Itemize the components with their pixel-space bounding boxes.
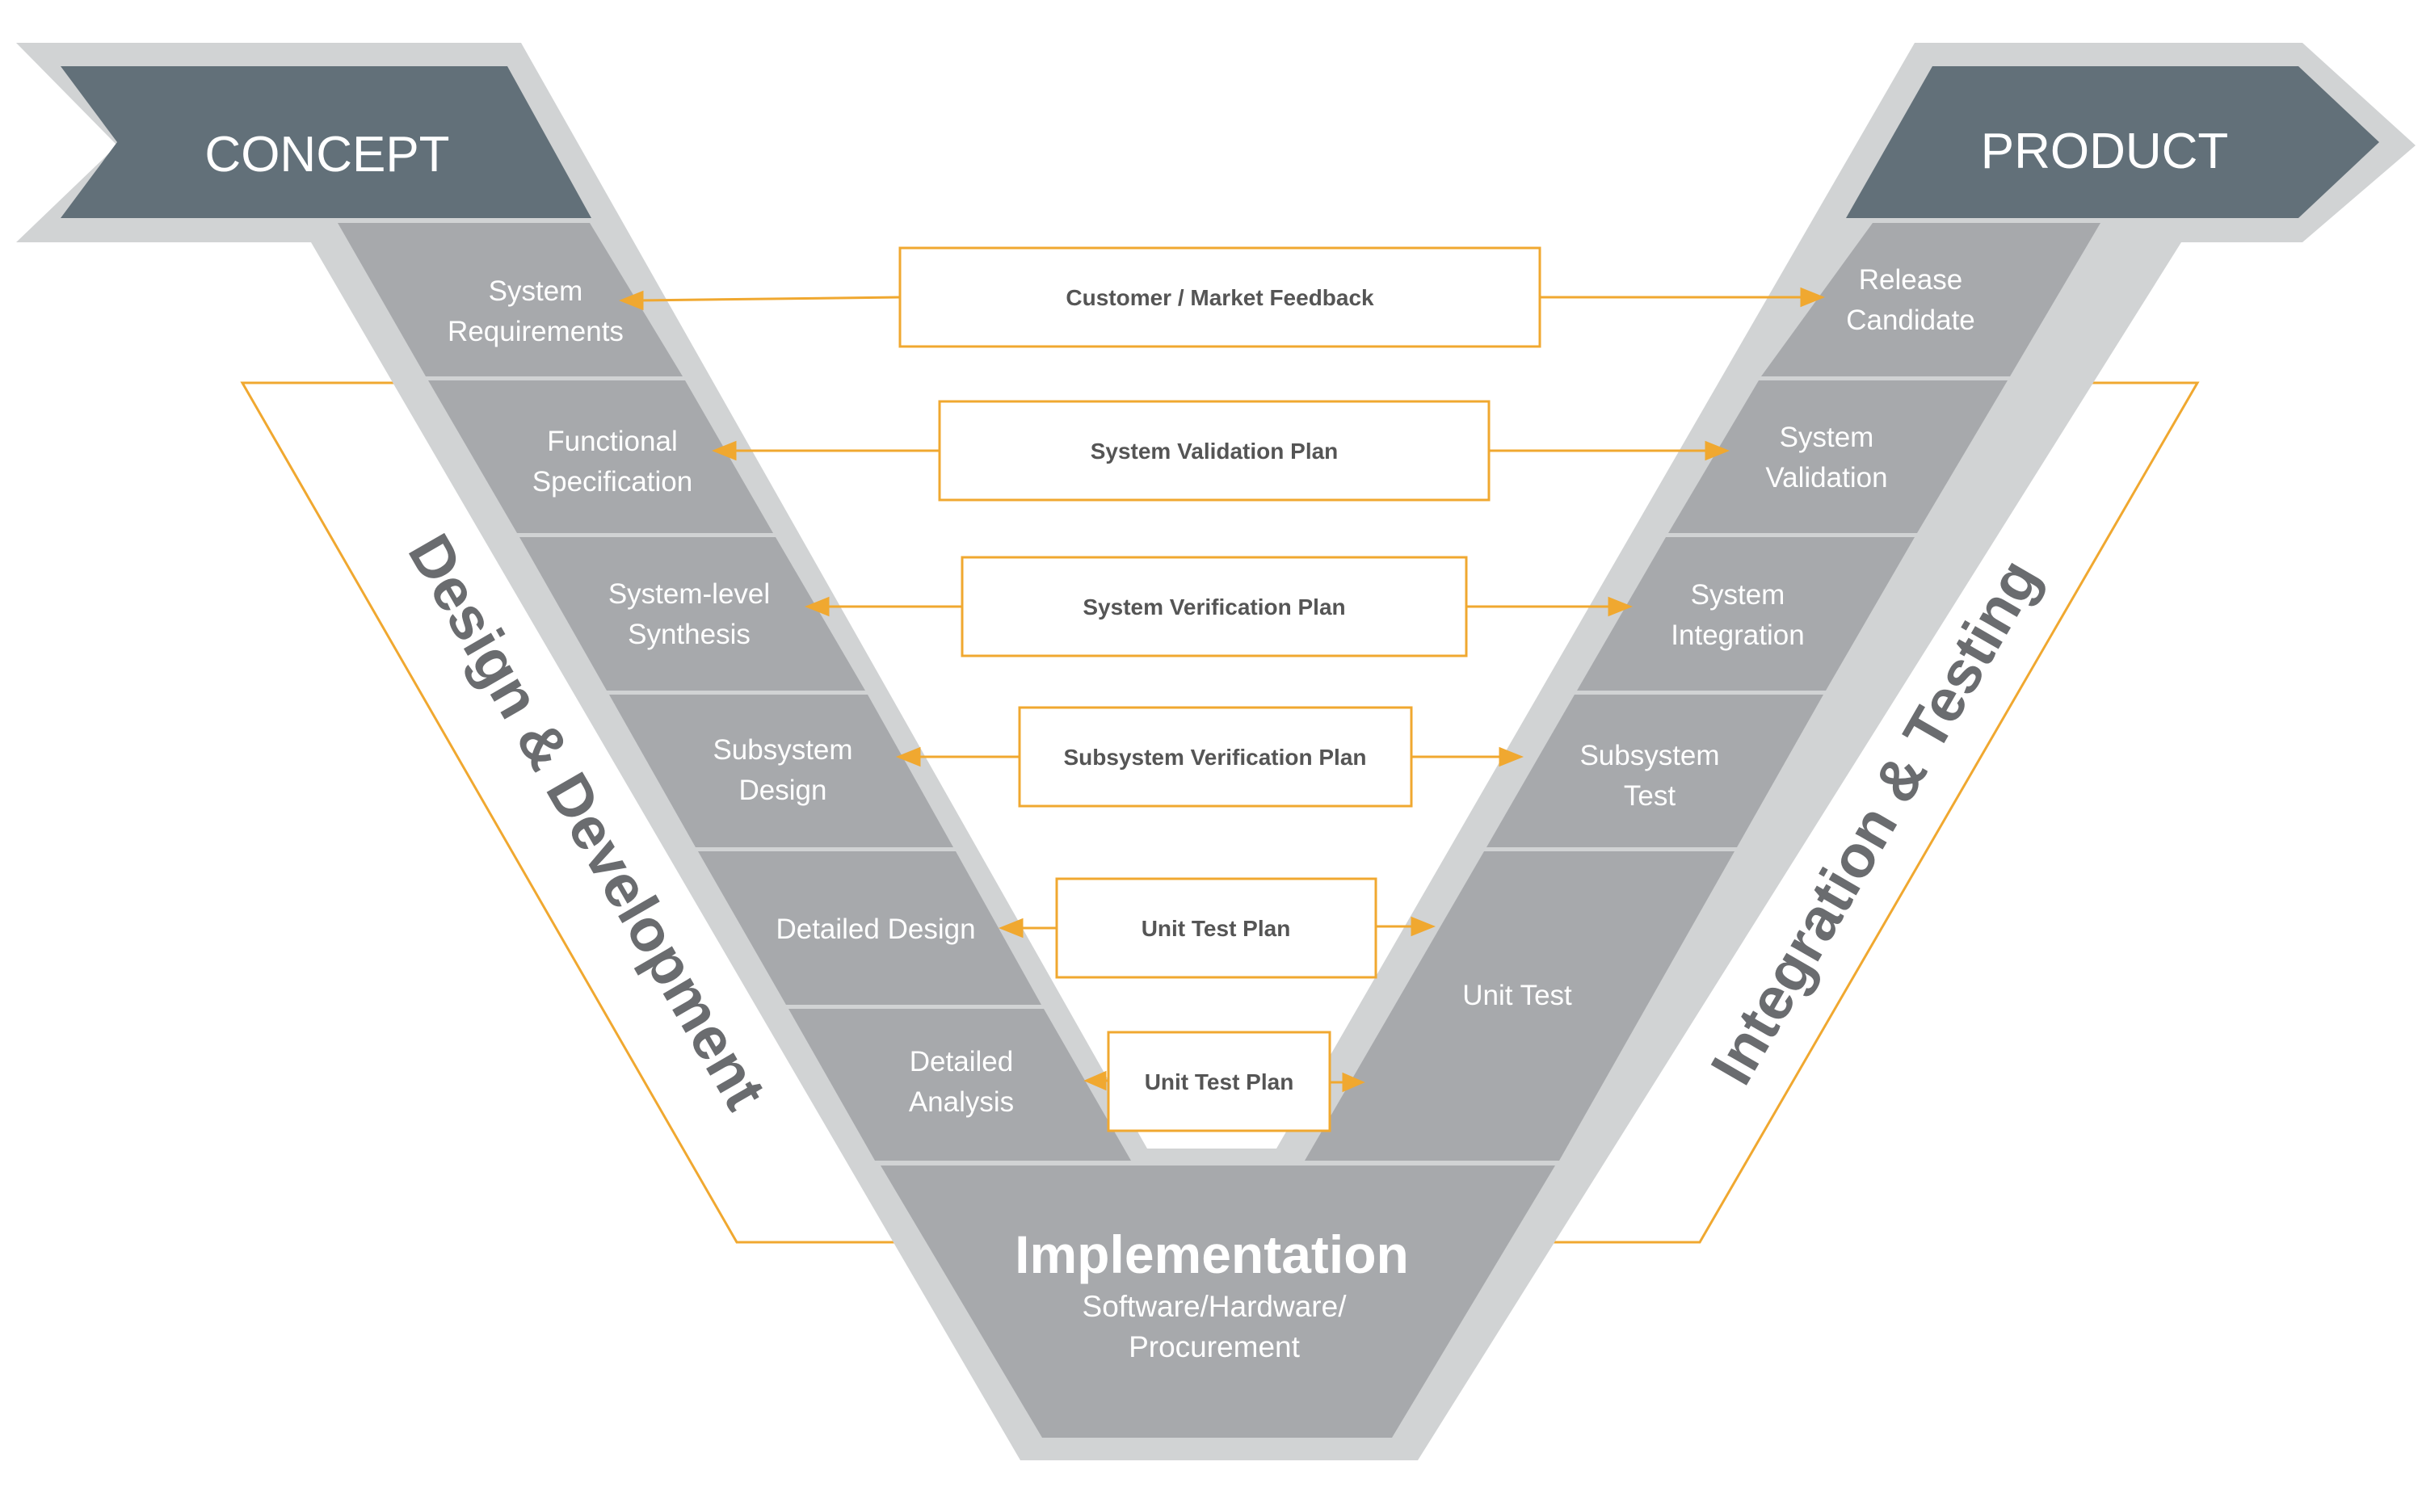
arrowhead-right [1411,916,1436,937]
step-system-validation [1668,380,2008,533]
arrowhead-right [1705,440,1730,461]
plan-label-system-verification: System Verification Plan [1083,594,1345,620]
step-detailed-design [698,851,1041,1005]
plan-label-subsystem-verification: Subsystem Verification Plan [1063,745,1366,770]
step-system-integration [1577,537,1915,691]
plan-label-customer-market-feedback: Customer / Market Feedback [1066,285,1374,310]
arrowhead-right [1342,1072,1365,1093]
arrowhead-left [618,290,644,311]
step-system-requirements [338,223,683,376]
product-title: PRODUCT [1981,124,2229,179]
unit-test-label: Unit Test [1462,980,1572,1011]
plan-box-unit-test-upper [1055,877,1377,979]
plan-connectors [618,287,1826,1093]
plan-label-system-validation: System Validation Plan [1091,439,1339,464]
step-subsystem-test [1486,695,1823,847]
arrowhead-left [895,746,921,767]
arrowhead-right [1499,746,1524,767]
arrowhead-right [1800,287,1826,308]
step-system-level-synthesis [519,537,865,691]
arrowhead-left [1083,1070,1107,1091]
right-arm [1305,223,2100,1161]
concept-banner [61,66,591,218]
plan-box-unit-test-lower [1107,1031,1331,1132]
product-banner [1846,66,2379,218]
plan-label-unit-test-upper: Unit Test Plan [1142,916,1291,941]
plan-box-subsystem-verification [1018,706,1413,808]
plan-box-customer-market-feedback [898,246,1541,348]
arrowhead-left [711,440,737,461]
concept-title: CONCEPT [204,127,449,183]
integration-phase-bracket [1525,381,2200,1244]
arrowhead-left [998,918,1024,939]
step-detailed-analysis [788,1009,1131,1161]
detailed-design-label: Detailed Design [776,914,975,945]
plan-label-unit-test-lower: Unit Test Plan [1145,1069,1294,1094]
design-phase-bracket [240,381,903,1244]
plan-box-system-validation [938,400,1491,502]
implementation-title: Implementation [1015,1224,1409,1284]
plan-box-system-verification [961,556,1468,657]
left-arm [338,223,1131,1161]
arrowhead-right [1608,596,1634,617]
implementation-block [881,1166,1555,1438]
step-subsystem-design [609,695,953,847]
plan-boxes [898,246,1541,1132]
step-release-candidate [1761,223,2100,376]
arrowhead-left [804,596,830,617]
implementation-subtitle: Software/Hardware/Procurement [1083,1290,1348,1363]
step-functional-specification [428,380,773,533]
step-unit-test [1305,851,1735,1161]
